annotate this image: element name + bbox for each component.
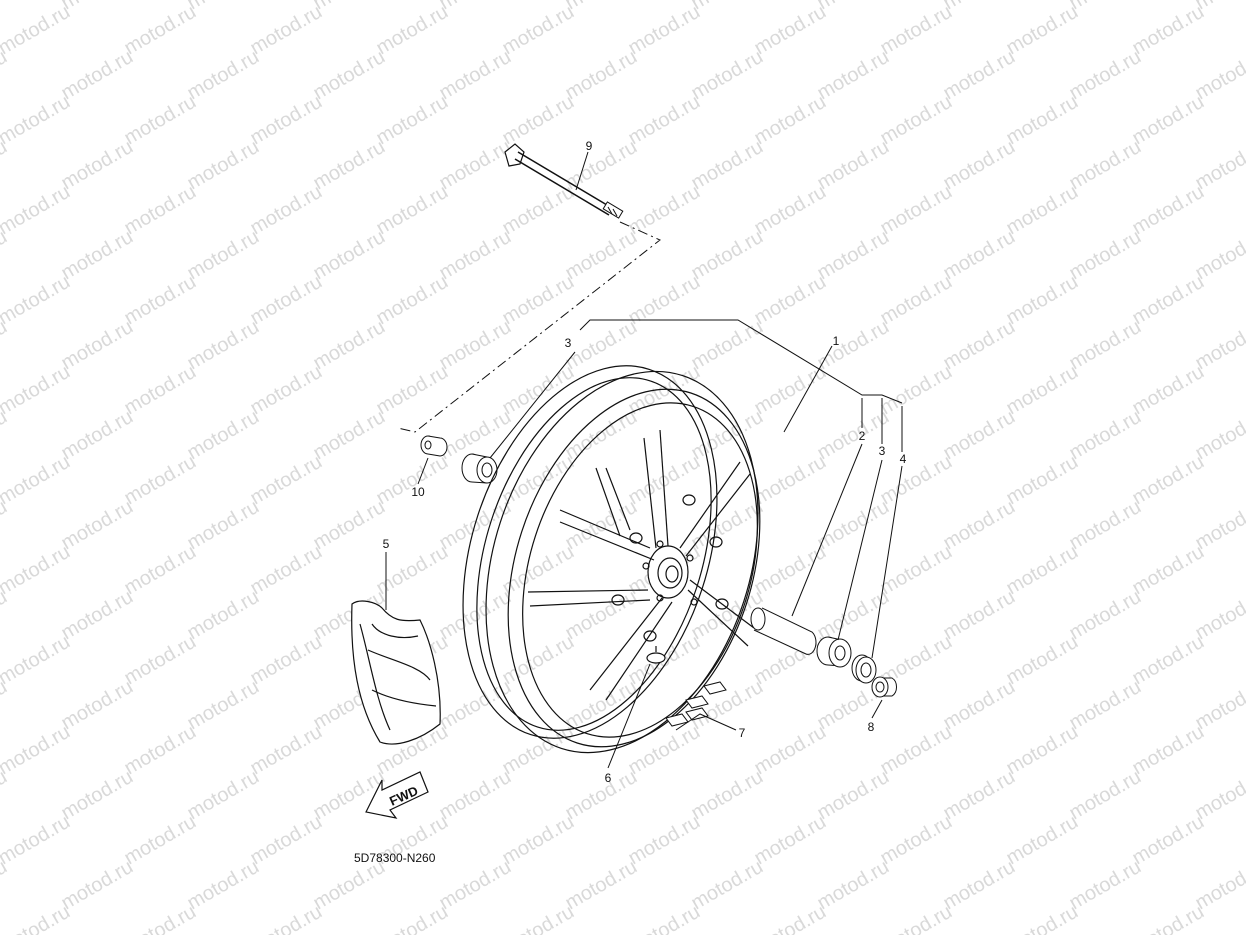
callout-6: 6 [605, 771, 612, 785]
callout-1: 1 [833, 334, 840, 348]
callout-3-left: 3 [565, 336, 572, 350]
cast-wheel [462, 365, 761, 754]
forward-direction-arrow: FWD [365, 771, 429, 819]
callout-4: 4 [900, 452, 907, 466]
front-axle [504, 143, 624, 219]
callout-9: 9 [586, 139, 593, 153]
callout-8: 8 [868, 720, 875, 734]
wheel-collar [750, 607, 817, 655]
callout-2: 2 [859, 429, 866, 443]
side-collar [871, 676, 897, 698]
callout-7: 7 [739, 726, 746, 740]
callout-10: 10 [411, 485, 425, 499]
callout-3-right: 3 [879, 444, 886, 458]
balance-weights [665, 681, 727, 727]
spacer-collar [420, 435, 448, 457]
tire-section [351, 600, 441, 745]
axle-centerline [397, 221, 661, 433]
oil-seal [851, 654, 877, 684]
callout-5: 5 [383, 537, 390, 551]
bearing-right [816, 636, 852, 668]
diagram-code: 5D78300-N260 [354, 851, 436, 865]
bearing-left [461, 453, 498, 484]
leader-lines [385, 151, 903, 769]
